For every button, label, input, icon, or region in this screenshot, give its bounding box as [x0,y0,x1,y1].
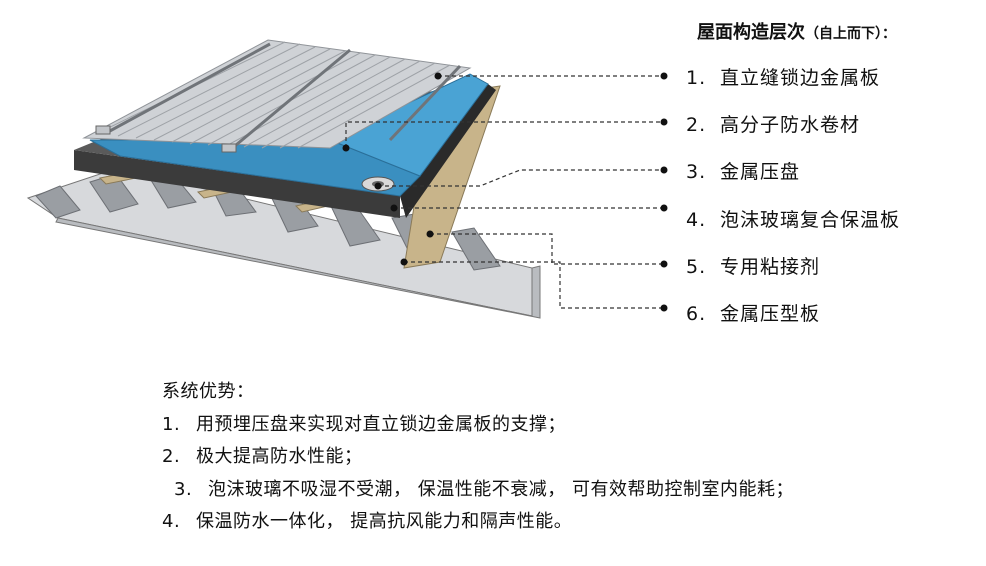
advantage-text: 极大提高防水性能； [196,446,363,467]
layer-number: 2. [686,114,707,136]
advantage-text: 用预埋压盘来实现对直立锁边金属板的支撑； [196,414,566,435]
layer-item: 3. 金属压盘 [686,157,800,184]
advantage-number: 1. [162,414,181,435]
layer-item: 6. 金属压型板 [686,299,820,326]
waterproof-membrane [89,73,489,197]
advantage-item: 1. 用预埋压盘来实现对直立锁边金属板的支撑； [162,410,566,436]
layer-label: 金属压盘 [720,161,801,183]
advantage-number: 2. [162,446,181,467]
layer-label: 泡沫玻璃复合保温板 [720,209,901,231]
leader-dots [342,72,668,312]
layer-number: 4. [686,209,707,231]
layers-heading-subtitle: （自上而下）： [805,26,896,42]
layer-label: 金属压型板 [720,303,821,325]
layer-item: 2. 高分子防水卷材 [686,110,860,137]
layer-number: 6. [686,303,707,325]
layer-number: 1. [686,67,707,89]
layer-label: 专用粘接剂 [720,256,821,278]
layer-item: 1. 直立缝锁边金属板 [686,63,880,90]
layer-number: 5. [686,256,707,278]
advantage-text: 保温防水一体化， 提高抗风能力和隔声性能。 [196,511,573,532]
standing-seam-panels [82,39,472,153]
layer-label: 高分子防水卷材 [720,114,861,136]
layer-item: 5. 专用粘接剂 [686,252,820,279]
layer-number: 3. [686,161,707,183]
advantages-heading: 系统优势： [162,381,255,402]
advantage-item: 4. 保温防水一体化， 提高抗风能力和隔声性能。 [162,507,572,533]
layer-item: 4. 泡沫玻璃复合保温板 [686,205,900,232]
advantage-text: 泡沫玻璃不吸湿不受潮， 保温性能不衰减， 可有效帮助控制室内能耗； [208,479,794,500]
advantage-item: 3. 泡沫玻璃不吸湿不受潮， 保温性能不衰减， 可有效帮助控制室内能耗； [174,475,794,501]
layer-label: 直立缝锁边金属板 [720,67,881,89]
advantage-number: 4. [162,511,181,532]
layers-heading-title: 屋面构造层次 [697,22,805,43]
leader-lines [345,75,664,309]
layers-heading: 屋面构造层次（自上而下）： [697,18,896,44]
advantage-number: 3. [174,479,193,500]
advantage-item: 2. 极大提高防水性能； [162,442,363,468]
